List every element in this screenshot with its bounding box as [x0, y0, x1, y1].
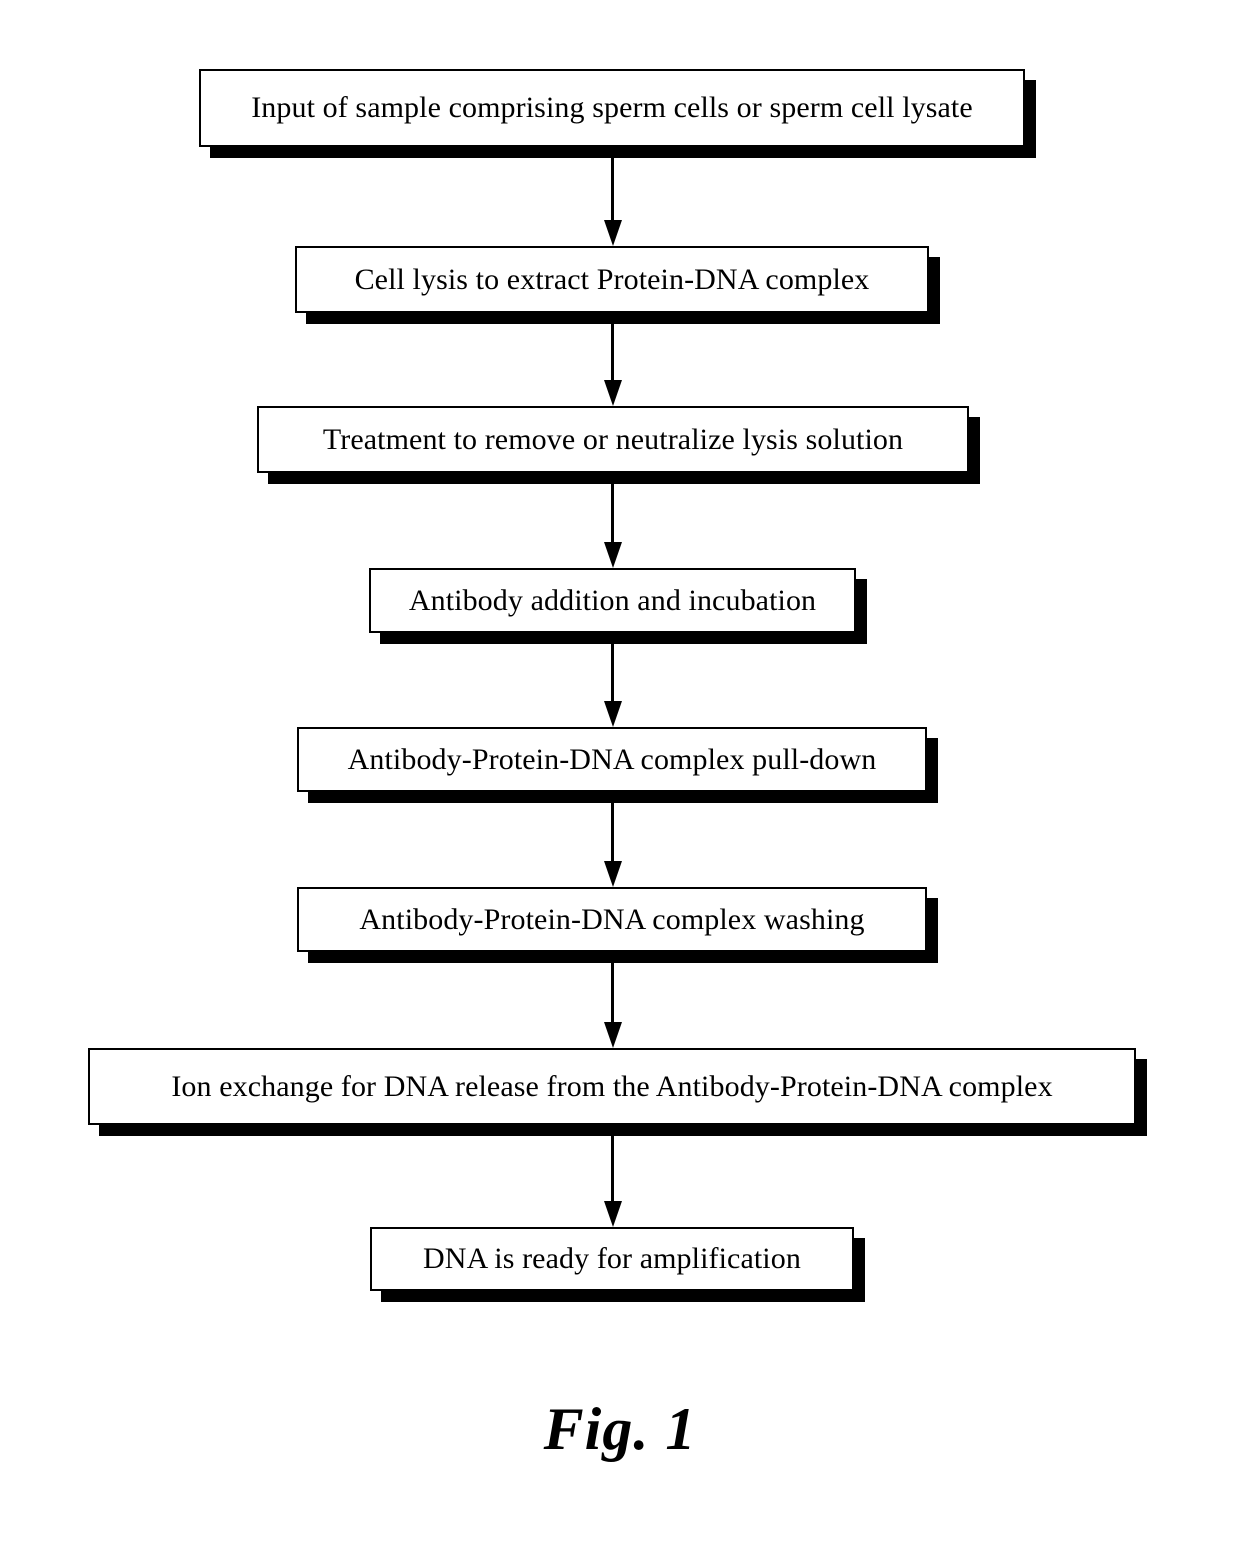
- flow-node-complex-washing: Antibody-Protein-DNA complex washing: [297, 887, 927, 952]
- arrow-head-icon: [604, 220, 622, 246]
- flow-node-label: Cell lysis to extract Protein-DNA comple…: [354, 262, 870, 296]
- flow-node-remove-lysis-solution: Treatment to remove or neutralize lysis …: [257, 406, 969, 473]
- arrow-head-icon: [604, 1022, 622, 1048]
- arrow-head-icon: [604, 380, 622, 406]
- arrow-shaft: [611, 313, 614, 384]
- flow-node-label: Treatment to remove or neutralize lysis …: [322, 422, 904, 456]
- flow-node-label: Antibody addition and incubation: [408, 583, 817, 617]
- flow-node-cell-lysis: Cell lysis to extract Protein-DNA comple…: [295, 246, 929, 313]
- flow-node-label: Antibody-Protein-DNA complex washing: [359, 902, 865, 936]
- arrow-head-icon: [604, 861, 622, 887]
- flow-connector-arrow-4: [600, 633, 626, 727]
- arrow-shaft: [611, 633, 614, 705]
- arrow-shaft: [611, 473, 614, 546]
- flow-node-ion-exchange-release: Ion exchange for DNA release from the An…: [88, 1048, 1136, 1125]
- flow-node-label: DNA is ready for amplification: [423, 1242, 801, 1276]
- flow-connector-arrow-7: [600, 1125, 626, 1227]
- flow-node-label: Input of sample comprising sperm cells o…: [251, 91, 973, 125]
- flow-connector-arrow-1: [600, 147, 626, 246]
- flow-connector-arrow-5: [600, 792, 626, 887]
- arrow-shaft: [611, 792, 614, 865]
- arrow-head-icon: [604, 542, 622, 568]
- arrow-head-icon: [604, 701, 622, 727]
- flow-connector-arrow-6: [600, 952, 626, 1048]
- flow-connector-arrow-2: [600, 313, 626, 406]
- arrow-shaft: [611, 147, 614, 224]
- flow-node-dna-ready: DNA is ready for amplification: [370, 1227, 854, 1291]
- flow-node-label: Antibody-Protein-DNA complex pull-down: [347, 742, 877, 776]
- flow-node-antibody-addition: Antibody addition and incubation: [369, 568, 856, 633]
- flow-connector-arrow-3: [600, 473, 626, 568]
- figure-caption: Fig. 1: [543, 1396, 697, 1462]
- flow-node-input-sample: Input of sample comprising sperm cells o…: [199, 69, 1025, 147]
- flow-node-complex-pull-down: Antibody-Protein-DNA complex pull-down: [297, 727, 927, 792]
- arrow-shaft: [611, 952, 614, 1026]
- arrow-head-icon: [604, 1201, 622, 1227]
- arrow-shaft: [611, 1125, 614, 1205]
- flow-node-label: Ion exchange for DNA release from the An…: [171, 1069, 1053, 1103]
